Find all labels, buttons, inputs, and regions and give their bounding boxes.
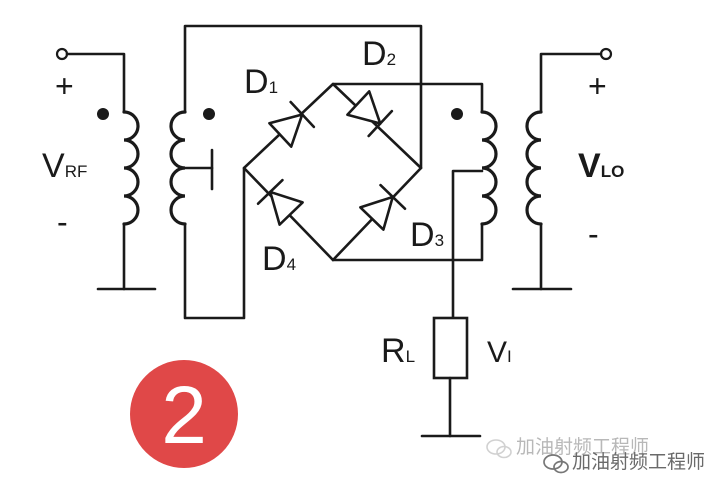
d2-label: D2 <box>362 35 396 73</box>
resistor-rl <box>432 316 469 380</box>
diode-d2 <box>346 90 394 138</box>
rf-transformer-secondary <box>169 24 423 320</box>
rf-primary-coil <box>122 110 140 226</box>
lo-secondary-dot <box>451 108 463 120</box>
lo-voltage-label: VLO <box>578 147 624 185</box>
diode-d4 <box>256 178 304 226</box>
vi-label: VI <box>487 336 512 369</box>
rl-label: RL <box>381 332 415 370</box>
diode-bridge <box>242 82 423 262</box>
watermark-text-dark: 加油射频工程师 <box>572 451 705 473</box>
watermark-text-faded: 加油射频工程师 <box>516 436 649 458</box>
watermark-faded: 加油射频工程师 <box>486 436 649 459</box>
lo-minus-label: - <box>588 216 599 252</box>
badge-number: 2 <box>161 370 207 461</box>
rf-top-wire <box>65 52 126 114</box>
load-resistor <box>420 316 482 438</box>
lo-terminal-top <box>599 47 613 61</box>
wechat-icon <box>486 439 512 459</box>
lo-port <box>511 47 613 291</box>
wechat-icon <box>543 454 569 474</box>
lo-transformer-primary <box>331 82 498 320</box>
lo-primary-coil <box>525 110 543 226</box>
rf-primary-dot <box>97 108 109 120</box>
rf-terminal-top <box>55 47 69 61</box>
rf-secondary-dot <box>203 108 215 120</box>
rf-voltage-label: VRF <box>42 147 87 185</box>
diode-d1 <box>268 100 316 148</box>
lo-top-wire <box>331 82 484 114</box>
rf-minus-label: - <box>57 204 68 240</box>
rf-secondary-top-wire <box>183 24 423 170</box>
rf-plus-label: + <box>55 68 74 104</box>
rf-secondary-bottom-wire <box>183 166 246 320</box>
watermark-dark: 加油射频工程师 <box>543 451 705 474</box>
d4-label: D4 <box>262 240 296 278</box>
step-badge: 2 <box>130 360 238 468</box>
bridge-outline <box>242 82 423 262</box>
lo-port-top-wire <box>539 52 603 114</box>
lo-center-tap <box>451 169 484 320</box>
rf-secondary-coil <box>169 110 187 226</box>
diode-d3 <box>359 183 407 231</box>
rf-port <box>55 47 157 291</box>
lo-plus-label: + <box>588 68 607 104</box>
d3-label: D3 <box>410 216 444 254</box>
lo-bottom-wire <box>331 222 484 262</box>
lo-secondary-coil <box>480 110 498 226</box>
badge-circle <box>130 360 238 468</box>
d1-label: D1 <box>244 63 278 101</box>
